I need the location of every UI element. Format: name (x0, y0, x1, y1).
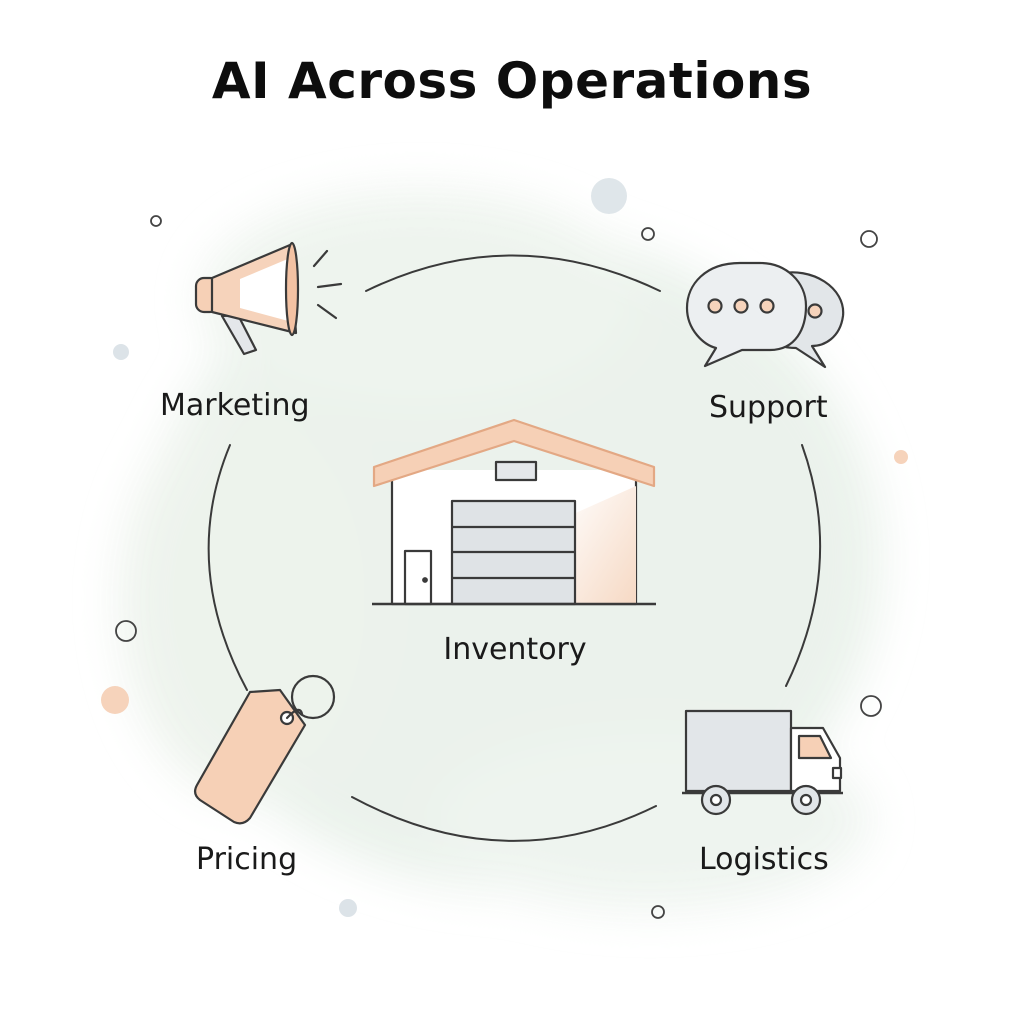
dot-decoration (150, 215, 162, 227)
dot-decoration (651, 905, 665, 919)
arc-left (207, 444, 248, 691)
arc-right (785, 444, 822, 687)
dot-decoration (115, 620, 137, 642)
dot-decoration (641, 227, 655, 241)
dot-decoration (113, 344, 129, 360)
arc-bottom (351, 796, 657, 842)
node-label-logistics: Logistics (699, 842, 829, 877)
node-label-marketing: Marketing (160, 388, 310, 423)
dot-decoration (860, 230, 878, 248)
dot-decoration (101, 686, 129, 714)
center-label-inventory: Inventory (443, 632, 587, 667)
diagram-title: AI Across Operations (211, 52, 813, 110)
dot-decoration (591, 178, 627, 214)
dot-decoration (860, 695, 882, 717)
chat-bubbles-icon (685, 261, 845, 369)
node-label-support: Support (709, 390, 828, 425)
dot-decoration (339, 899, 357, 917)
cycle-ring (207, 254, 822, 842)
price-tag-icon (193, 674, 336, 825)
dot-decoration (894, 450, 908, 464)
decorative-dots (101, 178, 908, 919)
megaphone-icon (194, 241, 343, 356)
delivery-truck-icon (682, 709, 843, 816)
arc-top (365, 254, 661, 292)
warehouse-icon (372, 418, 656, 606)
node-label-pricing: Pricing (196, 842, 298, 877)
